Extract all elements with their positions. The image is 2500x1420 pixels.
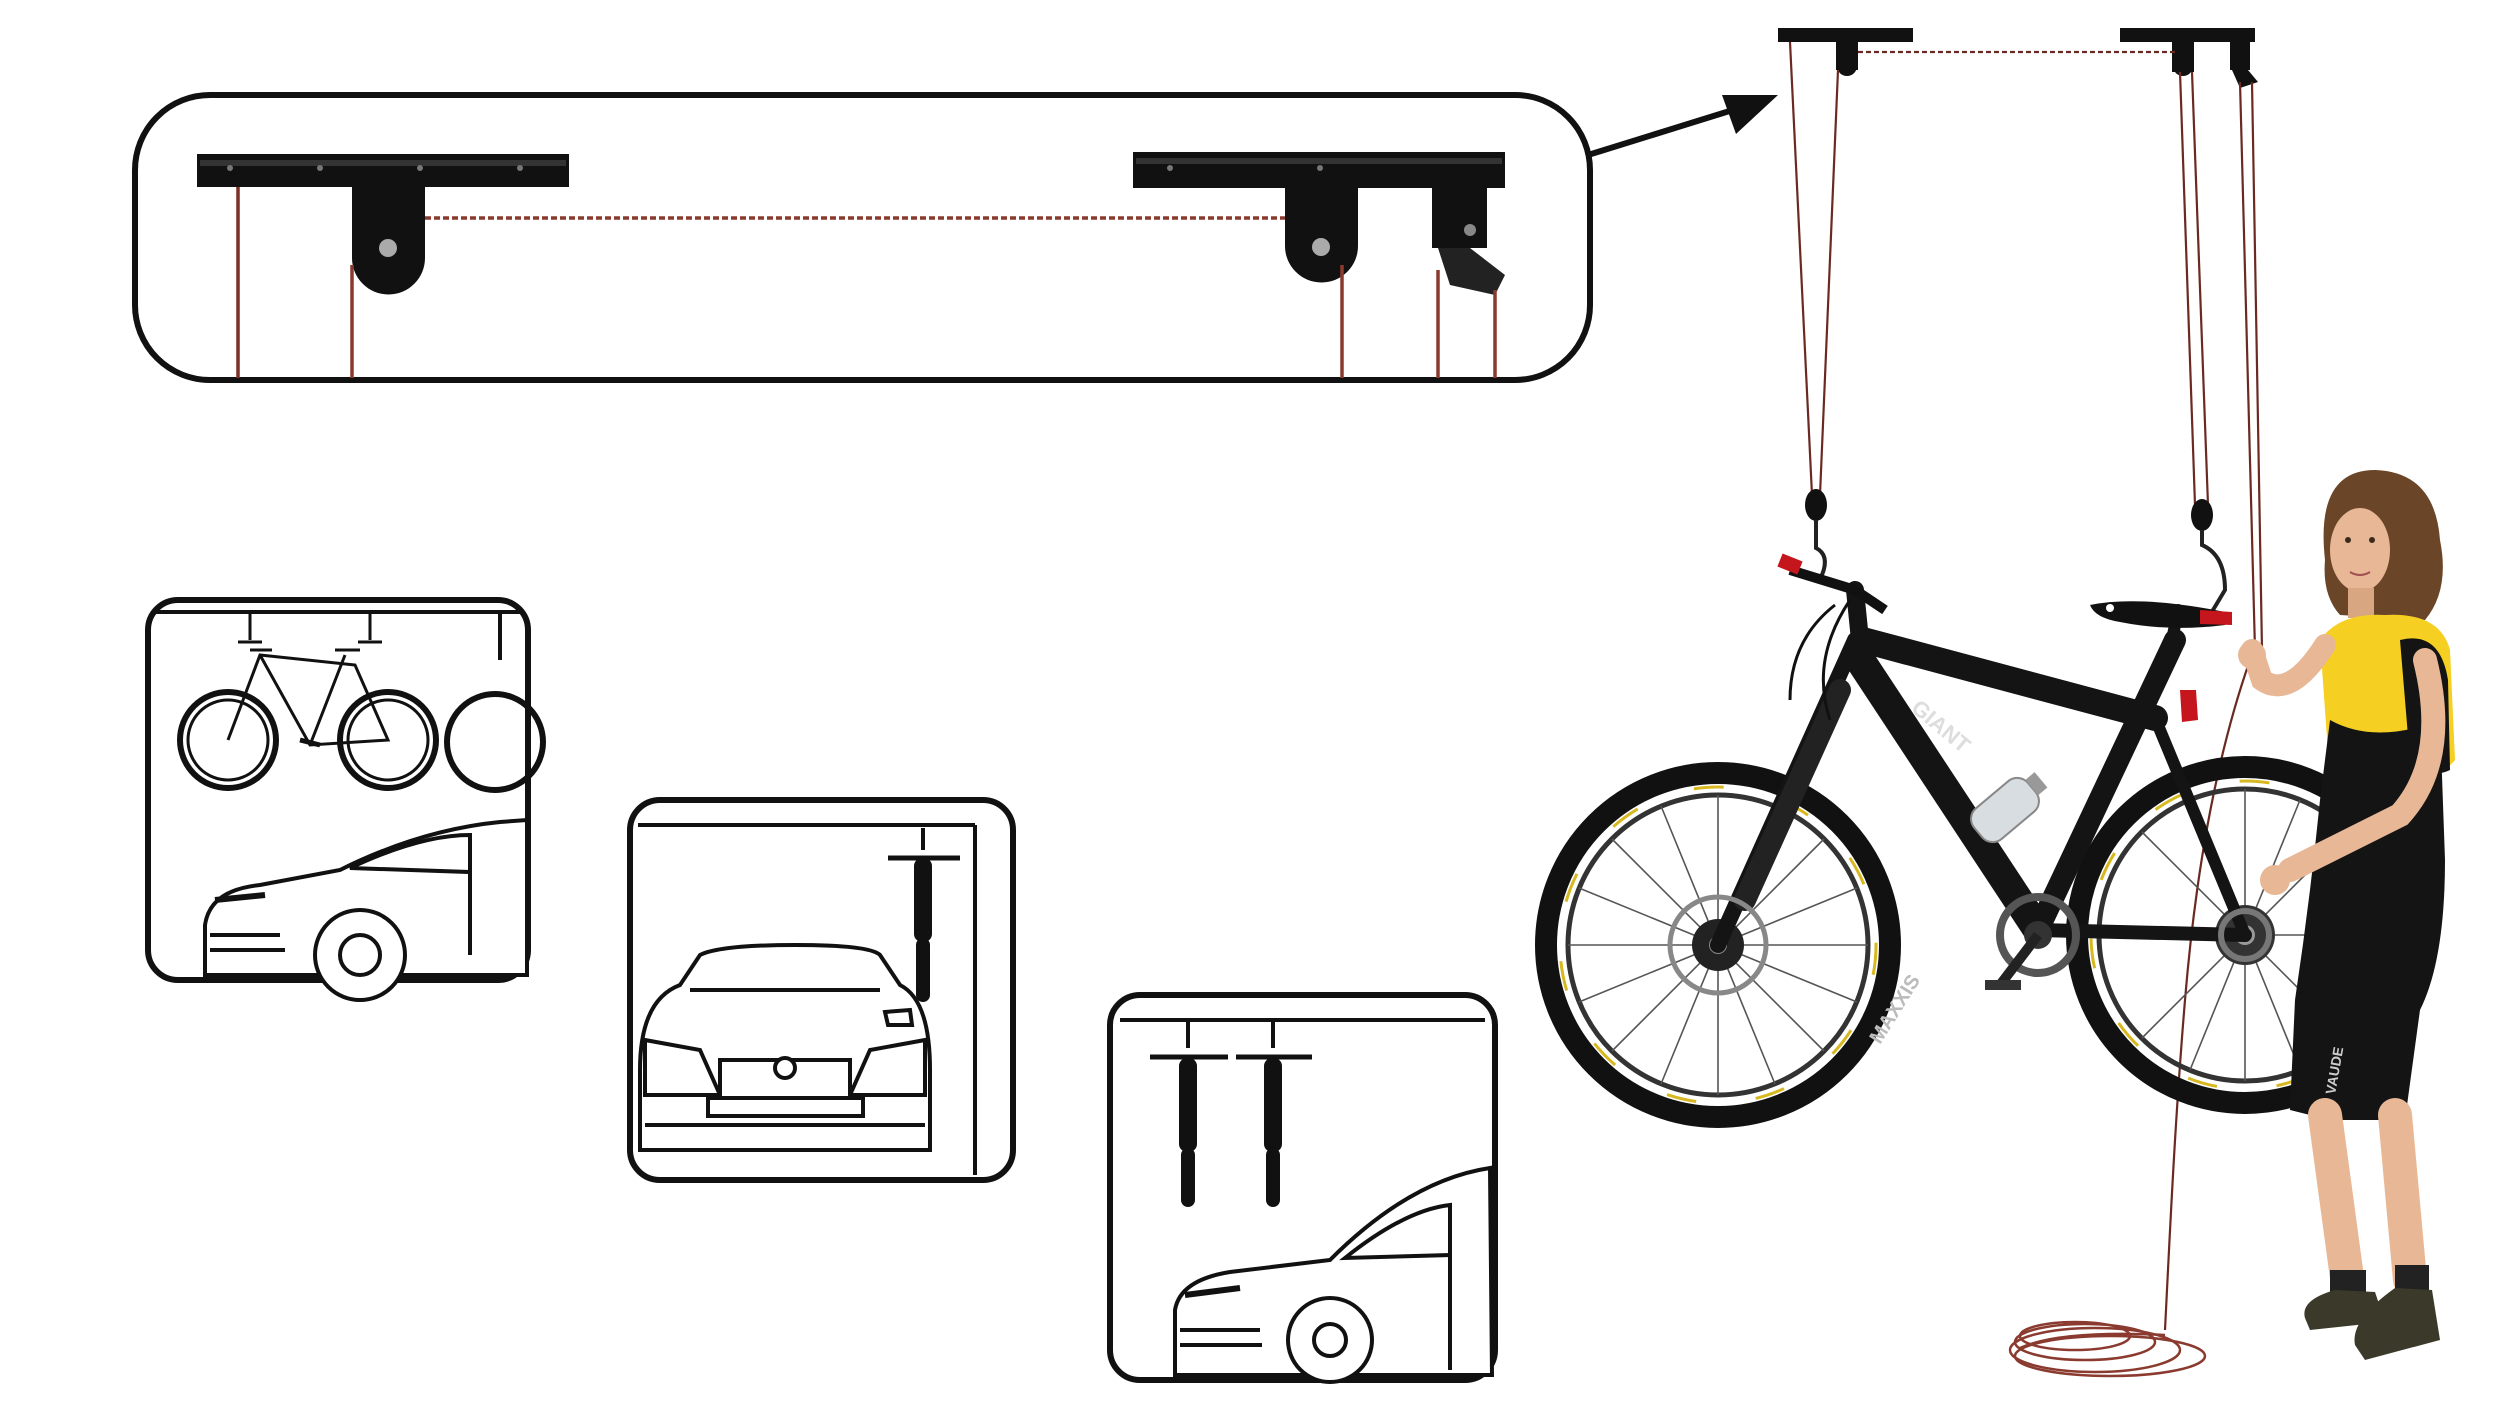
woman-raised-arm bbox=[2241, 634, 2336, 697]
scene-3-car bbox=[1173, 1165, 1495, 1384]
scene-1-hanging-bike bbox=[177, 612, 439, 791]
photo-crank bbox=[1985, 893, 2272, 990]
woman-left-leg bbox=[2308, 1098, 2365, 1302]
scene-1-panel bbox=[145, 597, 546, 1002]
scene-1-second-bike bbox=[444, 612, 546, 793]
photo-rope-coil bbox=[2008, 1320, 2207, 1378]
scene-2-panel bbox=[627, 797, 1016, 1183]
photo-bicycle: GIANT bbox=[1535, 553, 2424, 1128]
scene-1-car bbox=[203, 817, 529, 1002]
detail-rope bbox=[236, 187, 1497, 378]
photo-disc-brake bbox=[1667, 894, 1769, 996]
woman-lower-arm bbox=[2278, 648, 2446, 882]
photo-handlebar bbox=[1777, 553, 1888, 721]
photo-water-bottle bbox=[1970, 772, 2048, 844]
detail-left-bracket bbox=[197, 154, 569, 295]
scene-3-panel bbox=[1107, 992, 1498, 1384]
photo-woman: VAUDE bbox=[2238, 470, 2455, 1360]
woman-right-shoe bbox=[2354, 1288, 2440, 1360]
photo-ropes bbox=[1788, 41, 2264, 1331]
scene-2-car-front bbox=[638, 942, 932, 1152]
photo-bike-frame bbox=[1710, 581, 2252, 953]
woman-face bbox=[2330, 508, 2390, 592]
detail-right-bracket bbox=[1133, 152, 1505, 295]
scene-3-vertical-bike-1 bbox=[1150, 1022, 1228, 1207]
photo-ceiling-brackets bbox=[1778, 28, 2258, 88]
photo-saddle bbox=[2090, 601, 2232, 722]
zoom-arrow bbox=[1587, 95, 1778, 158]
photo-scene: GIANT bbox=[1535, 28, 2455, 1378]
detail-zoom-panel bbox=[132, 92, 1593, 383]
scene-2-vertical-bike bbox=[888, 828, 960, 1002]
woman-right-leg bbox=[2378, 1098, 2427, 1297]
scene-3-vertical-bike-2 bbox=[1236, 1022, 1312, 1207]
